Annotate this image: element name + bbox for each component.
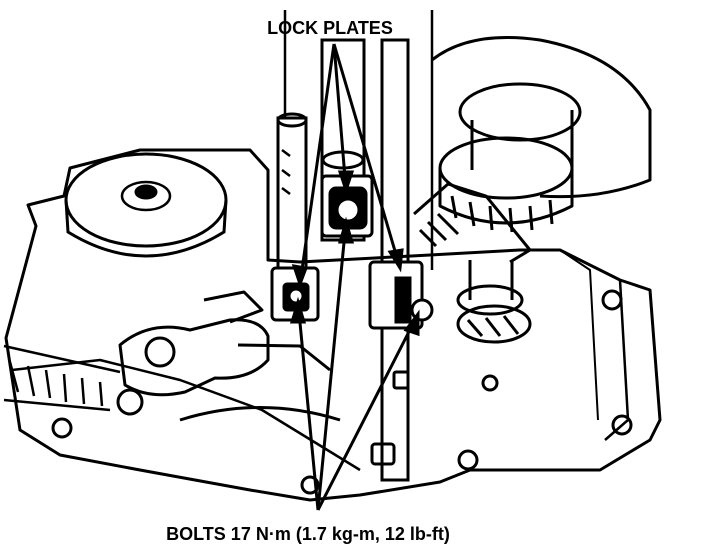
lock-plates-leader-lines [291, 43, 404, 289]
differential-gear [64, 152, 228, 258]
bolts-torque-label: BOLTS 17 N·m (1.7 kg-m, 12 lb-ft) [166, 524, 450, 544]
lock-plate-right [368, 260, 434, 330]
ring-gear-teeth [3, 344, 121, 412]
shift-lever-assembly [116, 290, 341, 422]
mainshaft-gears [413, 36, 652, 344]
lock-plate-middle [320, 174, 374, 238]
bolts-leader-lines [289, 216, 420, 511]
detent-pins [370, 370, 410, 466]
case-bolt-holes [51, 289, 633, 495]
lock-plates-label: LOCK PLATES [267, 18, 393, 38]
